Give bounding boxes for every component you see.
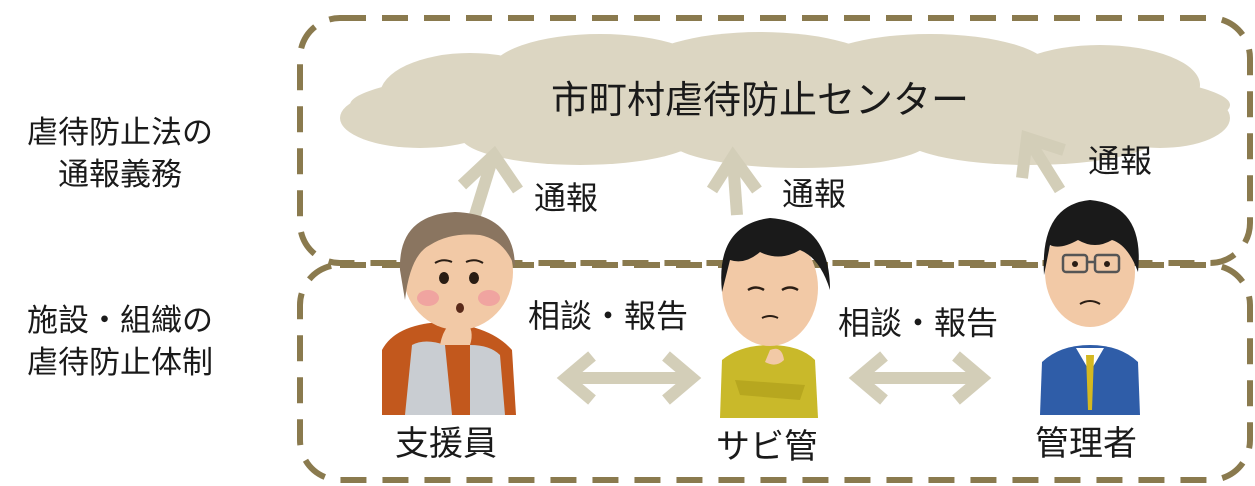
consult-label-1: 相談・報告: [528, 297, 689, 335]
law-label-line2: 通報義務: [58, 157, 182, 193]
law-label: 虐待防止法の 通報義務: [0, 112, 240, 196]
consult-arrow-2: [848, 351, 992, 405]
organization-label-line2: 虐待防止体制: [27, 345, 213, 381]
center-title: 市町村虐待防止センター: [550, 78, 969, 122]
administrator-label: 管理者: [1035, 424, 1137, 464]
report-arrow-2: [706, 146, 762, 216]
law-label-line1: 虐待防止法の: [27, 115, 213, 151]
report-label-3: 通報: [1088, 142, 1153, 180]
consult-label-2: 相談・報告: [838, 304, 999, 342]
law-frame: [297, 15, 1253, 266]
report-arrow-3: [1016, 130, 1066, 194]
staff-person-illustration: [382, 212, 516, 415]
organization-label-line1: 施設・組織の: [27, 303, 213, 339]
report-label-1: 通報: [534, 179, 599, 217]
report-arrow-1: [457, 145, 523, 217]
cloud-shape: [340, 32, 1230, 168]
consult-arrow-1: [556, 351, 702, 405]
organization-label: 施設・組織の 虐待防止体制: [0, 300, 240, 384]
service-manager-label: サビ管: [716, 427, 818, 467]
service-manager-illustration: [720, 218, 830, 418]
staff-label: 支援員: [395, 424, 497, 464]
administrator-illustration: [1040, 200, 1140, 415]
report-label-2: 通報: [782, 175, 847, 213]
